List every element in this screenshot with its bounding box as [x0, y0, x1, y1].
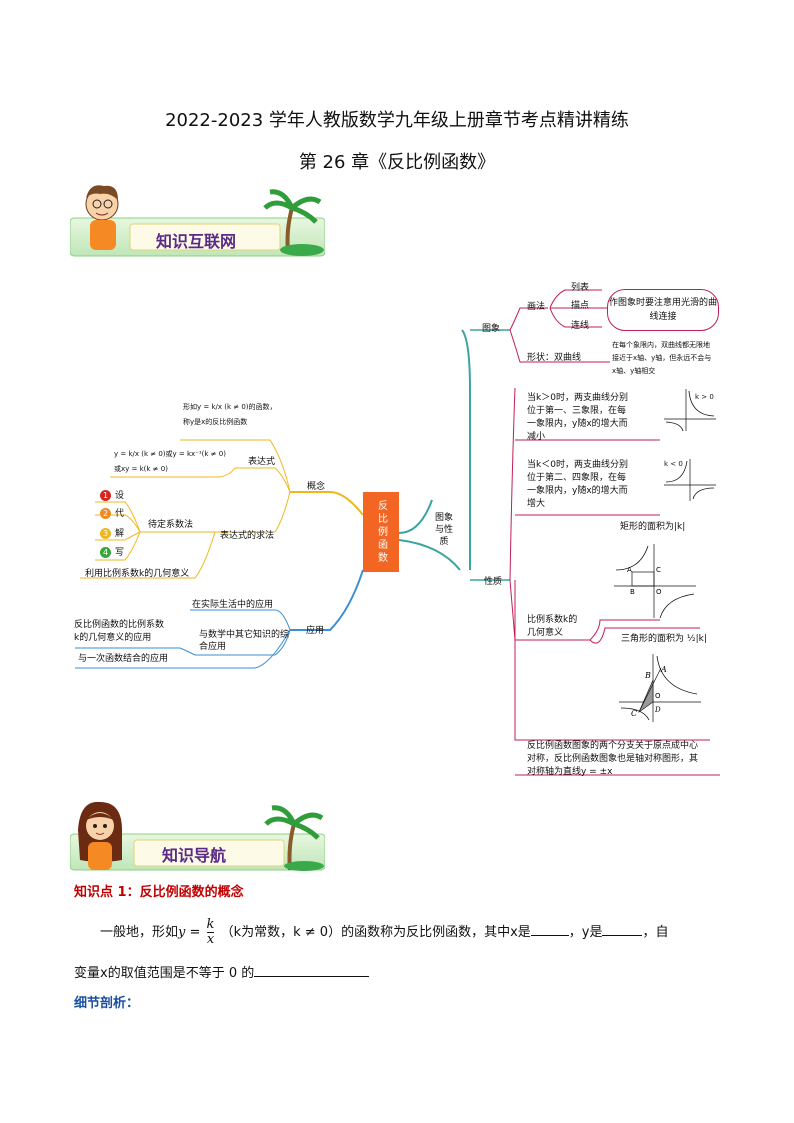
shape-desc-line2: 接近于x轴、y轴，但永远不会与 — [612, 354, 712, 362]
k-positive-line3: 一象限内，y随x的增大而 — [527, 419, 628, 429]
step-2-label: 代 — [115, 509, 125, 519]
document-title: 2022-2023 学年人教版数学九年级上册章节考点精讲精练 — [165, 110, 629, 131]
para-text-d: ，自 — [642, 925, 669, 940]
svg-text:B: B — [630, 588, 635, 596]
app-k-line1: 反比例函数的比例系数 — [74, 620, 165, 630]
geometric-meaning-line2: 几何意义 — [527, 628, 564, 638]
k-negative-line3: 一象限内，y随x的增大而 — [527, 486, 628, 496]
k-positive-label: k > 0 — [695, 393, 714, 401]
symmetry-line2: 对称，反比例函数图象也是轴对称图形，其 — [527, 754, 699, 764]
undetermined-coefficient-node: 待定系数法 — [148, 520, 194, 530]
method-step-plot: 描点 — [571, 301, 590, 311]
app-linear-function: 与一次函数结合的应用 — [78, 654, 169, 664]
expression-node: 表达式 — [248, 457, 276, 467]
svg-text:C: C — [656, 566, 661, 574]
symmetry-line3: 对称轴为直线y = ±x — [527, 767, 613, 777]
step-3-label: 解 — [115, 529, 125, 539]
geometric-k-node: 利用比例系数k的几何意义 — [85, 569, 190, 579]
step-2-number: 2 — [100, 508, 111, 519]
triangle-area-label: 三角形的面积为 ½|k| — [621, 634, 707, 644]
properties-node: 性质 — [484, 577, 503, 587]
knowledge-network-label: 知识互联网 — [156, 232, 237, 251]
geometric-meaning-line1: 比例系数k的 — [527, 615, 578, 625]
triangle-area-graph: B A O C D — [619, 654, 701, 722]
method-node: 画法 — [527, 302, 546, 312]
para-text-b: （k为常数，k ≠ 0）的函数称为反比例函数，其中x是 — [220, 925, 531, 940]
knowledge-navigation-label: 知识导航 — [162, 846, 227, 865]
shape-desc-line1: 在每个象限内，双曲线都无限地 — [612, 341, 710, 349]
definition-paragraph-line2: 变量x的取值范围是不等于 0 的 — [74, 962, 370, 981]
step-4-label: 写 — [115, 548, 125, 558]
para-text-a: 一般地，形如 — [100, 925, 179, 940]
step-1-number: 1 — [100, 490, 111, 501]
svg-text:O: O — [655, 692, 661, 700]
k-negative-line1: 当k＜0时，两支曲线分别 — [527, 460, 628, 470]
application-node: 应用 — [306, 626, 325, 636]
fraction-denominator: x — [206, 932, 215, 947]
rectangle-area-label: 矩形的面积为|k| — [620, 522, 686, 532]
para-text-c: ，y是 — [568, 925, 603, 940]
banner-illustration — [69, 185, 326, 257]
k-negative-line4: 增大 — [527, 499, 546, 509]
k-positive-line4: 减小 — [527, 432, 546, 442]
method-step-connect: 连线 — [571, 321, 590, 331]
k-positive-line2: 位于第一、三象限，在每 — [527, 406, 627, 416]
app-k-line2: k的几何意义的应用 — [74, 633, 152, 643]
method-step-table: 列表 — [571, 283, 590, 293]
step-4-number: 4 — [100, 547, 111, 558]
blank-y[interactable] — [602, 923, 643, 936]
graph-properties-node: 图象与性质 — [434, 513, 453, 548]
expression-forms-line1: y = k/x (k ≠ 0)或y = kx⁻¹(k ≠ 0) — [114, 450, 226, 458]
hyperbola-k-positive-graph — [664, 389, 716, 432]
step-3-number: 3 — [100, 528, 111, 539]
k-positive-line1: 当k＞0时，两支曲线分别 — [527, 393, 628, 403]
shape-node: 形状：双曲线 — [527, 353, 582, 363]
svg-text:C: C — [631, 709, 637, 718]
chapter-title: 第 26 章《反比例函数》 — [298, 152, 496, 173]
k-negative-line2: 位于第二、四象限，在每 — [527, 473, 627, 483]
para-text-line2: 变量x的取值范围是不等于 0 的 — [74, 966, 255, 981]
step-1-label: 设 — [115, 491, 125, 501]
mindmap-center-node: 反比例函数 — [363, 492, 399, 572]
graph-node: 图象 — [482, 324, 501, 334]
svg-text:D: D — [654, 706, 661, 714]
expression-forms-line2: 或xy = k(k ≠ 0) — [114, 465, 168, 473]
shape-desc-line3: x轴、y轴相交 — [612, 367, 656, 375]
svg-text:A: A — [660, 665, 667, 674]
blank-x[interactable] — [530, 923, 569, 936]
rectangle-area-graph: A C B O — [614, 544, 696, 619]
find-expression-node: 表达式的求法 — [220, 531, 275, 541]
knowledge-point-title: 知识点 1：反比例函数的概念 — [74, 885, 244, 900]
svg-text:A: A — [627, 566, 632, 574]
drawing-note: 作图象时要注意用光滑的曲线连接 — [607, 289, 719, 331]
app-comprehensive: 与数学中其它知识的综合应用 — [199, 630, 290, 653]
k-negative-label: k < 0 — [664, 460, 683, 468]
knowledge-navigation-banner: 知识导航 — [69, 800, 326, 880]
concept-definition-line2: 称y是x的反比例函数 — [183, 418, 248, 426]
app-real-life: 在实际生活中的应用 — [192, 600, 274, 610]
svg-text:O: O — [656, 588, 662, 596]
hyperbola-k-negative-graph — [664, 459, 716, 501]
blank-domain[interactable] — [254, 964, 370, 977]
mindmap-connectors — [75, 289, 720, 776]
concept-definition-line1: 形如y = k/x (k ≠ 0)的函数， — [183, 403, 277, 411]
banner-illustration-2 — [69, 801, 326, 871]
concept-node: 概念 — [307, 482, 326, 492]
knowledge-network-banner: 知识互联网 — [69, 180, 326, 260]
fraction-numerator: k — [206, 917, 215, 933]
detail-analysis-heading: 细节剖析： — [74, 996, 140, 1011]
symmetry-line1: 反比例函数图象的两个分支关于原点成中心 — [527, 741, 699, 751]
svg-text:B: B — [644, 671, 651, 680]
